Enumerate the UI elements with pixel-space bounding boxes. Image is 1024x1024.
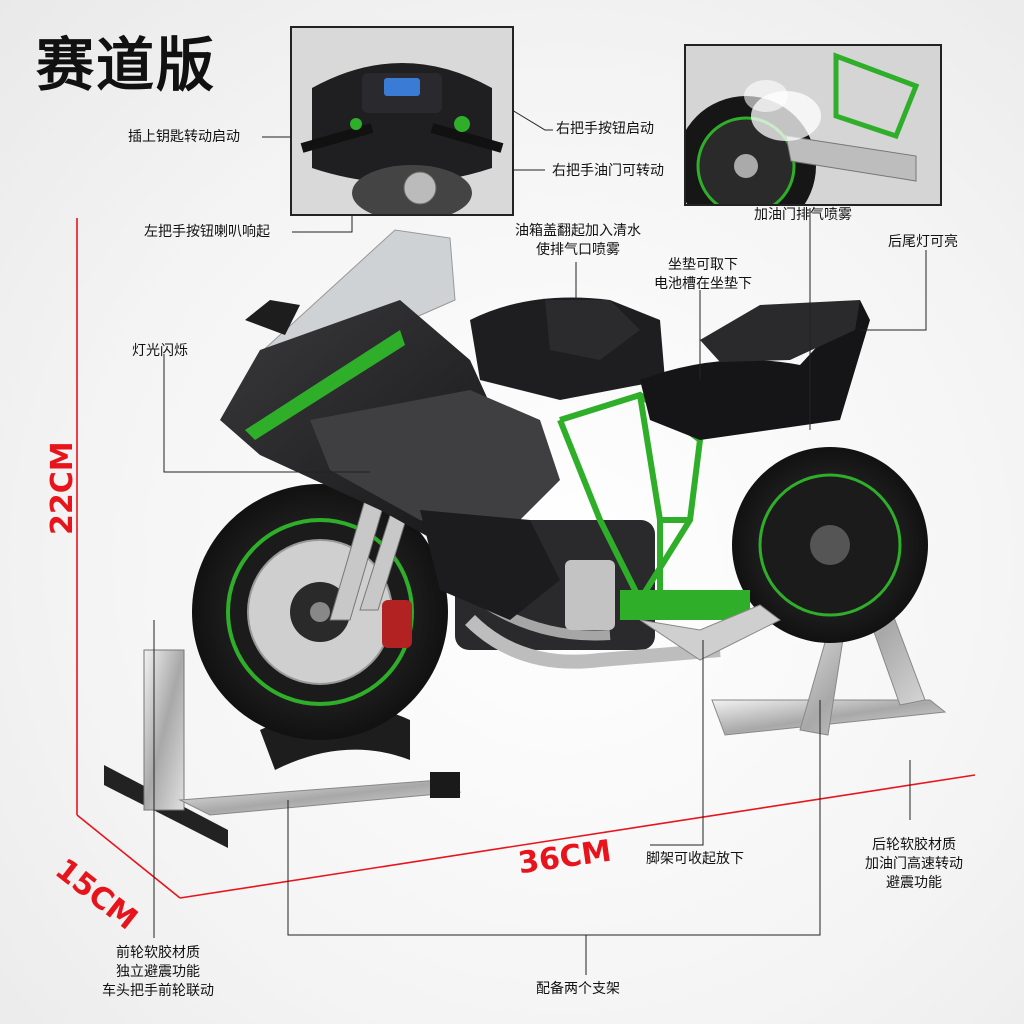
label-front-wheel-line1: 前轮软胶材质 <box>116 945 200 961</box>
label-rear-wheel-line1: 后轮软胶材质 <box>872 837 956 853</box>
label-kickstand: 脚架可收起放下 <box>646 851 744 867</box>
label-rear-wheel-line2: 加油门高速转动 <box>865 856 963 872</box>
label-seat-line2: 电池槽在坐垫下 <box>654 276 752 292</box>
label-left-horn: 左把手按钮喇叭响起 <box>144 224 270 240</box>
exhaust-inset <box>684 44 942 206</box>
label-key-start: 插上钥匙转动启动 <box>128 129 240 145</box>
motorcycle-body <box>220 229 870 620</box>
label-right-button-start: 右把手按钮启动 <box>556 121 654 137</box>
label-front-wheel: 前轮软胶材质 独立避震功能 车头把手前轮联动 <box>88 944 228 1001</box>
length-line <box>179 774 976 899</box>
depth-line <box>76 814 181 899</box>
label-rear-wheel-line3: 避震功能 <box>886 875 942 891</box>
swingarm-accent <box>620 590 750 620</box>
dimension-lines <box>76 218 976 899</box>
page-title: 赛道版 <box>36 31 217 99</box>
label-rear-wheel: 后轮软胶材质 加油门高速转动 避震功能 <box>850 836 978 893</box>
label-seat-line1: 坐垫可取下 <box>668 257 738 273</box>
label-stands: 配备两个支架 <box>536 981 620 997</box>
label-front-wheel-line3: 车头把手前轮联动 <box>102 983 214 999</box>
label-tank-cap-line2: 使排气口喷雾 <box>536 242 620 258</box>
rear-wheel <box>732 447 928 643</box>
dimension-height: 22CM <box>45 441 80 535</box>
label-right-throttle: 右把手油门可转动 <box>552 163 664 179</box>
label-tank-cap: 油箱盖翻起加入清水 使排气口喷雾 <box>504 222 652 260</box>
label-tank-cap-line1: 油箱盖翻起加入清水 <box>515 223 641 239</box>
label-tail-light: 后尾灯可亮 <box>888 234 958 250</box>
label-headlight-flash: 灯光闪烁 <box>132 343 188 359</box>
label-exhaust-spray: 加油门排气喷雾 <box>754 207 852 223</box>
label-front-wheel-line2: 独立避震功能 <box>116 964 200 980</box>
handlebar-inset <box>290 26 514 216</box>
label-seat: 坐垫可取下 电池槽在坐垫下 <box>648 256 758 294</box>
